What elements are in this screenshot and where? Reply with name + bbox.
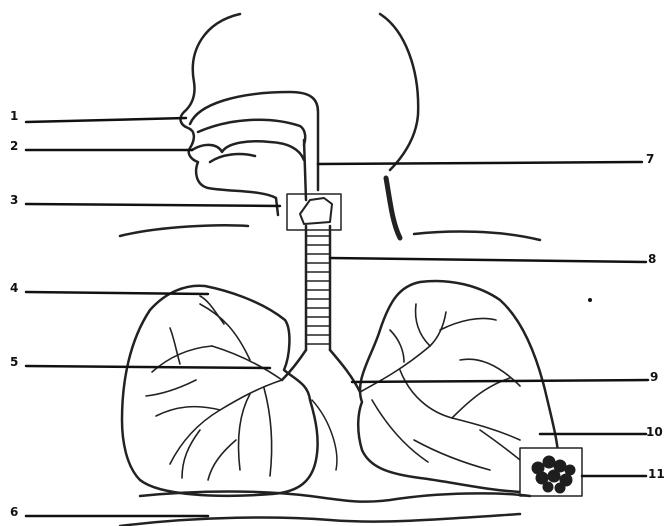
leader-line-1 xyxy=(26,118,186,122)
leader-line-3 xyxy=(26,204,280,206)
label-10: 10 xyxy=(646,426,663,438)
leader-line-5 xyxy=(26,366,270,368)
label-11: 11 xyxy=(648,468,664,480)
right-shoulder xyxy=(414,232,540,240)
label-3: 3 xyxy=(10,194,18,206)
leader-line-4 xyxy=(26,292,208,294)
label-5: 5 xyxy=(10,356,18,368)
label-6: 6 xyxy=(10,506,18,518)
oral-cavity xyxy=(192,141,304,160)
label-4: 4 xyxy=(10,282,18,294)
trachea-rings xyxy=(306,236,330,344)
back-of-head xyxy=(380,14,418,170)
leader-line-8 xyxy=(330,258,646,262)
right-bronchial-tree xyxy=(360,304,532,470)
label-8: 8 xyxy=(648,253,656,265)
larynx xyxy=(300,198,332,224)
label-1: 1 xyxy=(10,110,18,122)
neck-line xyxy=(386,178,400,238)
pharynx-wall xyxy=(304,140,306,200)
diaphragm xyxy=(140,492,530,502)
left-bronchial-tree xyxy=(146,296,282,480)
label-2: 2 xyxy=(10,140,18,152)
leader-line-9 xyxy=(352,380,648,382)
label-7: 7 xyxy=(646,153,654,165)
tongue xyxy=(210,154,255,162)
left-shoulder xyxy=(120,225,248,236)
stray-dot xyxy=(588,298,592,302)
right-bronchus xyxy=(330,350,360,392)
label-9: 9 xyxy=(650,371,658,383)
leader-line-7 xyxy=(318,162,642,164)
